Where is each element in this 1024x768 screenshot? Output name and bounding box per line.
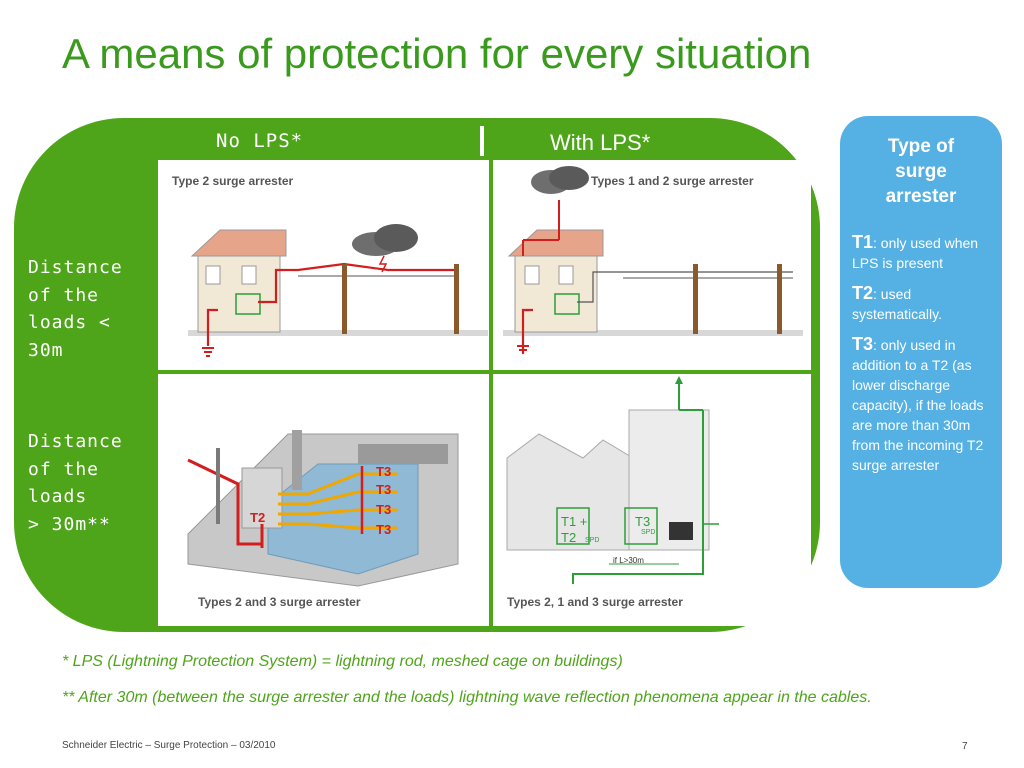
footnote-distance: ** After 30m (between the surge arrester… <box>62 689 872 706</box>
spd-label: SPD <box>585 537 600 544</box>
cell-caption: Types 2, 1 and 3 surge arrester <box>507 595 683 609</box>
distance-label: if L>30m <box>613 556 644 565</box>
row-header-near-loads: Distance of the loads < 30m <box>28 257 123 361</box>
cell-far-with-lps: T1 + T2 T3 SPD SPD if L>30m Types 2, 1 a… <box>493 374 811 626</box>
column-header-with-lps: With LPS* <box>550 130 651 155</box>
t2-label: T2 <box>250 510 266 525</box>
surge-arrester-type-legend: Type of surge arrester T1: only used whe… <box>840 116 1002 588</box>
spd-label: SPD <box>641 529 656 536</box>
legend-text: : used systematically. <box>852 286 942 322</box>
legend-item-t2: T2: used systematically. <box>852 283 998 324</box>
footnote-lps: * LPS (Lightning Protection System) = li… <box>62 653 623 670</box>
legend-title-text: Type of surge arrester <box>885 136 957 207</box>
cell-caption: Type 2 surge arrester <box>172 174 294 188</box>
slide-title: A means of protection for every situatio… <box>62 30 812 77</box>
t3-label: T3 <box>376 522 392 537</box>
house-diagram <box>188 224 488 357</box>
cell-near-no-lps: Type 2 surge arrester <box>158 160 489 370</box>
footer-text: Schneider Electric – Surge Protection – … <box>62 740 276 751</box>
column-divider <box>480 126 484 156</box>
column-header-no-lps: No LPS* <box>216 130 304 152</box>
legend-code: T1 <box>852 232 874 252</box>
legend-code: T3 <box>852 334 874 354</box>
legend-title: Type of surge arrester <box>840 134 1002 209</box>
t1-plus-label: T1 + <box>561 514 588 529</box>
legend-text: : only used when LPS is present <box>852 235 979 271</box>
t2-label: T2 <box>561 530 577 545</box>
factory-lps-diagram <box>506 376 719 584</box>
t3-label: T3 <box>635 514 651 529</box>
t3-label: T3 <box>376 482 392 497</box>
industrial-building-diagram <box>187 430 459 587</box>
t3-label: T3 <box>376 464 392 479</box>
cell-caption: Types 1 and 2 surge arrester <box>591 174 754 188</box>
page-number: 7 <box>962 741 968 752</box>
cell-caption: Types 2 and 3 surge arrester <box>198 595 361 609</box>
cell-near-with-lps: Types 1 and 2 surge arrester <box>493 160 811 370</box>
legend-code: T2 <box>852 283 874 303</box>
cell-far-no-lps: T2 T3 T3 T3 T3 Types 2 and 3 surge arres… <box>158 374 489 626</box>
t3-label: T3 <box>376 502 392 517</box>
legend-item-t1: T1: only used when LPS is present <box>852 232 998 273</box>
house-lps-diagram <box>503 166 803 354</box>
legend-items: T1: only used when LPS is present T2: us… <box>852 232 998 485</box>
row-header-far-loads: Distance of the loads > 30m** <box>28 431 123 535</box>
legend-item-t3: T3: only used in addition to a T2 (as lo… <box>852 334 998 475</box>
legend-text: : only used in addition to a T2 (as lowe… <box>852 337 984 473</box>
